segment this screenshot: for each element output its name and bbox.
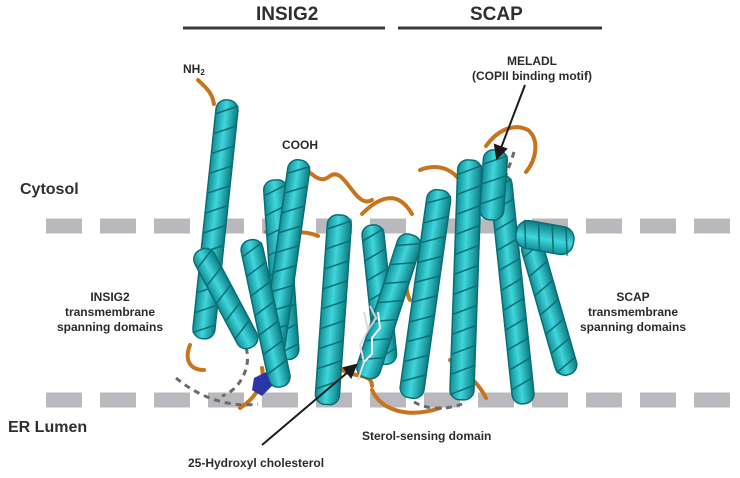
- nh2-text: NH: [183, 62, 201, 76]
- protein-structure: [175, 78, 578, 415]
- nh2-terminus-label: NH2: [183, 62, 205, 80]
- insig2-helix-5: [240, 238, 291, 388]
- cytosol-label: Cytosol: [20, 181, 79, 198]
- scap-helix-4: [449, 159, 483, 401]
- scap-helix-top: [479, 149, 509, 221]
- meladl-motif-label: MELADL (COPII binding motif): [452, 54, 612, 84]
- scap-helix-3: [399, 188, 452, 400]
- cholesterol-arrow: [261, 371, 349, 446]
- insig2-tm-domain-label: INSIG2 transmembrane spanning domains: [40, 290, 180, 335]
- scap-tm-line-3: spanning domains: [579, 320, 686, 334]
- callout-arrows: [261, 84, 526, 446]
- insig2-helix-6: [314, 214, 353, 406]
- insig2-header: INSIG2: [256, 4, 319, 25]
- sterol-sensing-domain-label: Sterol-sensing domain: [362, 429, 492, 443]
- meladl-motif-name: MELADL: [507, 54, 557, 68]
- insig2-tm-line-1: INSIG2: [90, 290, 130, 304]
- helix-bundle: [192, 99, 578, 406]
- meladl-motif-description: (COPII binding motif): [472, 69, 592, 83]
- scap-helix-end-on: [515, 219, 575, 256]
- nh2-subscript: 2: [200, 68, 205, 77]
- er-lumen-label: ER Lumen: [8, 419, 88, 436]
- ligand-contact-residue: [252, 372, 272, 396]
- cooh-terminus-label: COOH: [282, 138, 318, 152]
- cholesterol-ligand: [357, 305, 382, 381]
- insig2-tm-line-2: transmembrane: [64, 305, 156, 319]
- insig2-tm-line-3: spanning domains: [56, 320, 163, 334]
- scap-header: SCAP: [470, 4, 523, 25]
- hydroxycholesterol-label: 25-Hydroxyl cholesterol: [188, 456, 325, 470]
- insig2-helix-4: [193, 247, 259, 350]
- scap-tm-line-2: transmembrane: [587, 305, 679, 319]
- motif-arrow: [500, 84, 526, 149]
- scap-tm-domain-label: SCAP transmembrane spanning domains: [568, 290, 698, 335]
- scap-tm-line-1: SCAP: [616, 290, 650, 304]
